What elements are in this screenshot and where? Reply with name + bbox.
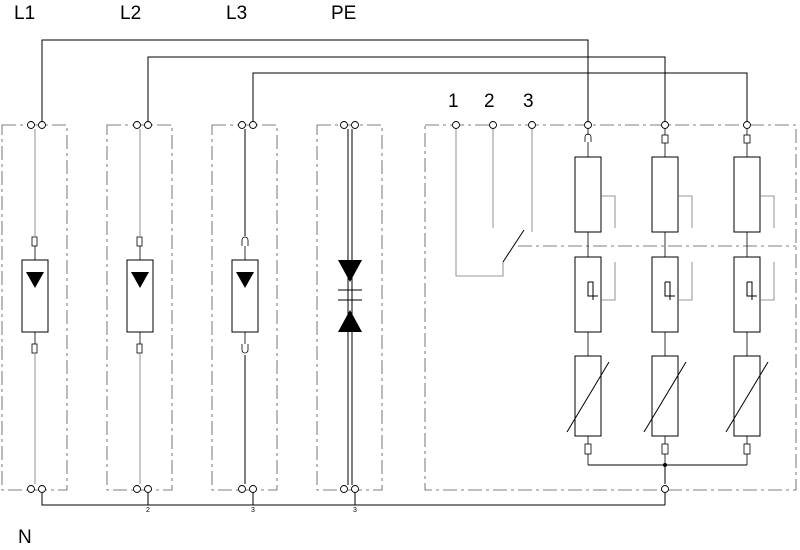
contact-label-3: 3 [523, 91, 534, 112]
module-l2 [126, 121, 154, 493]
module-outlines [1, 124, 797, 491]
bus-mark-2: 3 [251, 507, 255, 514]
bus-mark-3: 3 [353, 507, 357, 514]
label-l1: L1 [14, 3, 36, 24]
module-pe [338, 121, 362, 493]
cartridge-common [588, 463, 747, 505]
module-l1 [21, 121, 49, 493]
label-l3: L3 [226, 3, 248, 24]
cartridge-1 [566, 121, 616, 465]
module-l3 [231, 121, 259, 493]
label-n: N [18, 527, 32, 548]
label-pe: PE [331, 3, 357, 24]
label-l2: L2 [120, 3, 142, 24]
signal-contact [452, 121, 796, 277]
neutral-bus: 2 3 3 [41, 493, 665, 514]
contact-label-2: 2 [484, 91, 495, 112]
cartridge-3 [725, 121, 775, 465]
cartridge-2 [643, 121, 693, 465]
supply-wires [41, 39, 748, 125]
bus-mark-1: 2 [146, 507, 150, 514]
contact-label-1: 1 [448, 91, 459, 112]
